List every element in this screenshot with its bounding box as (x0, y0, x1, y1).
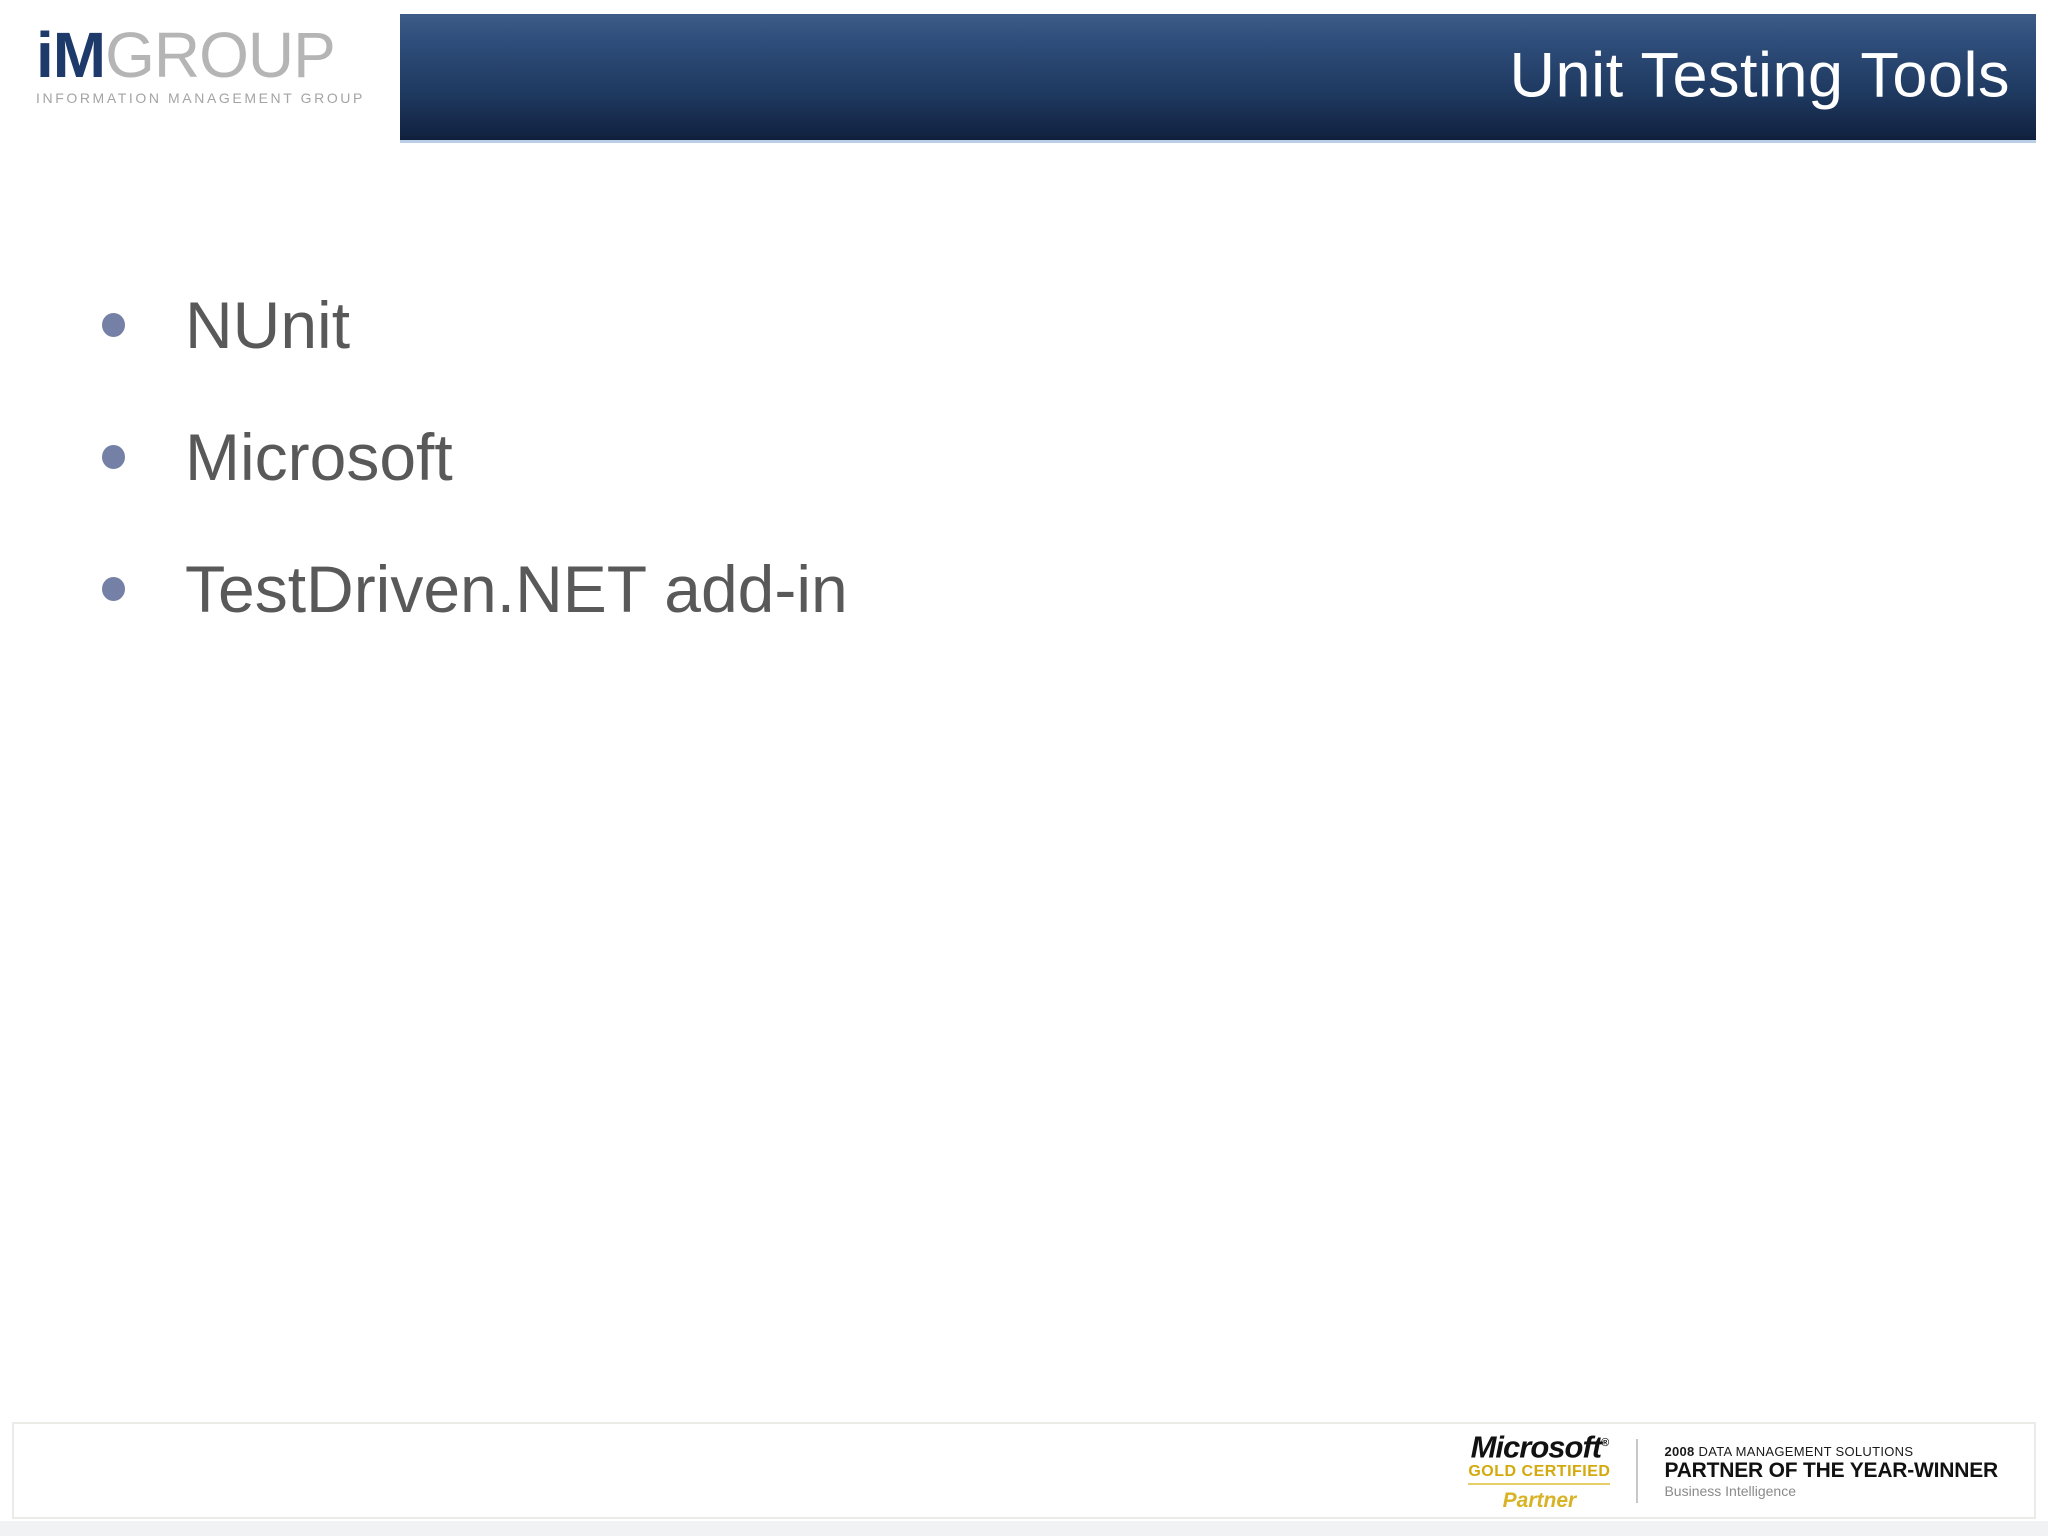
registered-mark: ® (1601, 1436, 1609, 1449)
imgroup-logo: iMGROUP INFORMATION MANAGEMENT GROUP (36, 22, 366, 106)
microsoft-logo: Microsoft® (1468, 1428, 1610, 1462)
imgroup-logo-wordmark: iMGROUP (36, 22, 366, 88)
footer-divider (1636, 1438, 1639, 1503)
logo-subtitle: INFORMATION MANAGEMENT GROUP (36, 90, 365, 106)
award-year: 2008 (1664, 1444, 1695, 1459)
award-title: PARTNER OF THE YEAR-WINNER (1664, 1459, 1998, 1482)
slide-title: Unit Testing Tools (1509, 40, 2010, 111)
microsoft-gold-certified-badge: Microsoft® GOLD CERTIFIED Partner (1468, 1428, 1611, 1513)
microsoft-logo-text: Microsoft (1470, 1429, 1602, 1465)
footer-certification-bar: Microsoft® GOLD CERTIFIED Partner 2008 D… (12, 1422, 2036, 1519)
bullet-item-label: Microsoft (185, 420, 453, 494)
bullet-dot-icon (102, 445, 125, 469)
slide-bottom-edge (0, 1521, 2048, 1536)
bullet-list-item: TestDriven.NET add-in (102, 554, 848, 624)
gold-certified-label: GOLD CERTIFIED (1468, 1463, 1611, 1486)
bullet-dot-icon (102, 577, 125, 601)
title-banner: Unit Testing Tools (400, 14, 2036, 143)
partner-label: Partner (1502, 1489, 1577, 1513)
logo-group-text: GROUP (105, 19, 336, 91)
partner-award-block: 2008 DATA MANAGEMENT SOLUTIONS PARTNER O… (1664, 1442, 1998, 1499)
award-subtitle: Business Intelligence (1664, 1483, 1796, 1499)
bullet-list: NUnit Microsoft TestDriven.NET add-in (102, 290, 848, 686)
bullet-dot-icon (102, 313, 125, 337)
bullet-list-item: Microsoft (102, 422, 848, 492)
logo-im-text: iM (36, 19, 106, 91)
bullet-item-label: NUnit (185, 288, 351, 362)
bullet-list-item: NUnit (102, 290, 848, 360)
bullet-item-label: TestDriven.NET add-in (185, 552, 848, 626)
award-category-line: 2008 DATA MANAGEMENT SOLUTIONS (1664, 1444, 1998, 1459)
award-category: DATA MANAGEMENT SOLUTIONS (1694, 1444, 1914, 1459)
